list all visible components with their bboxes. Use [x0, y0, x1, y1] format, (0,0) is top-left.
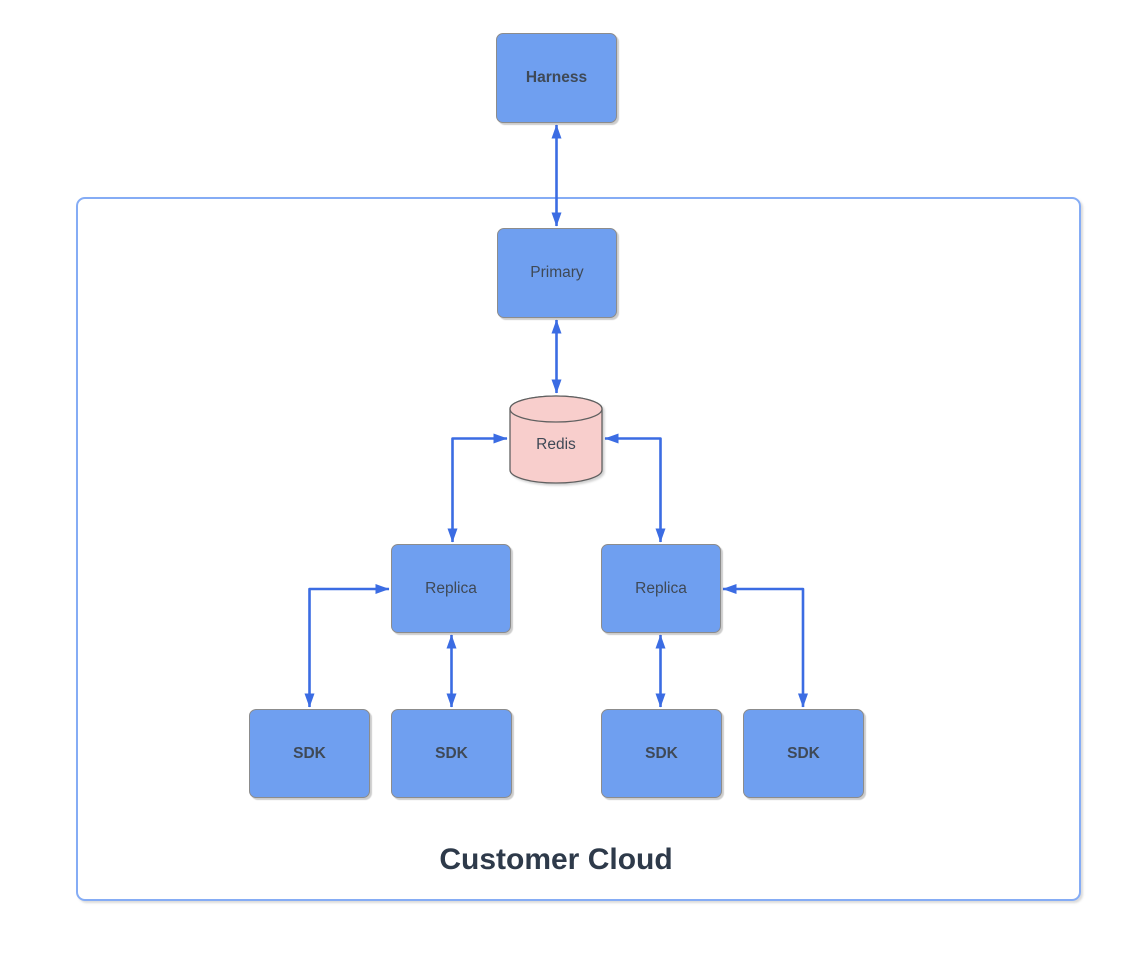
node-harness: Harness — [496, 33, 617, 123]
node-sdk-3-label: SDK — [645, 744, 678, 762]
node-redis: Redis — [509, 395, 603, 484]
node-sdk-2-label: SDK — [435, 744, 468, 762]
node-primary: Primary — [497, 228, 617, 318]
node-primary-label: Primary — [530, 264, 584, 281]
edge-redis-replica-left — [447, 433, 508, 543]
node-sdk-3: SDK — [601, 709, 722, 798]
node-sdk-4: SDK — [743, 709, 864, 798]
node-replica-left-label: Replica — [425, 579, 477, 597]
redis-cylinder-shape — [509, 395, 603, 484]
customer-cloud-boundary — [76, 197, 1081, 901]
node-redis-label: Redis — [536, 435, 576, 453]
node-harness-label: Harness — [525, 69, 588, 86]
node-replica-right: Replica — [601, 544, 721, 633]
edge-redis-replica-right — [604, 433, 666, 543]
node-replica-left: Replica — [391, 544, 511, 633]
node-sdk-1-label: SDK — [293, 744, 326, 762]
node-replica-right-label: Replica — [635, 579, 687, 597]
customer-cloud-title: Customer Cloud — [439, 843, 673, 876]
edge-replica-left-sdk-1 — [304, 584, 390, 708]
node-sdk-4-label: SDK — [787, 744, 820, 762]
node-sdk-2: SDK — [391, 709, 512, 798]
node-sdk-1: SDK — [249, 709, 370, 798]
edge-replica-right-sdk-4 — [722, 584, 808, 708]
